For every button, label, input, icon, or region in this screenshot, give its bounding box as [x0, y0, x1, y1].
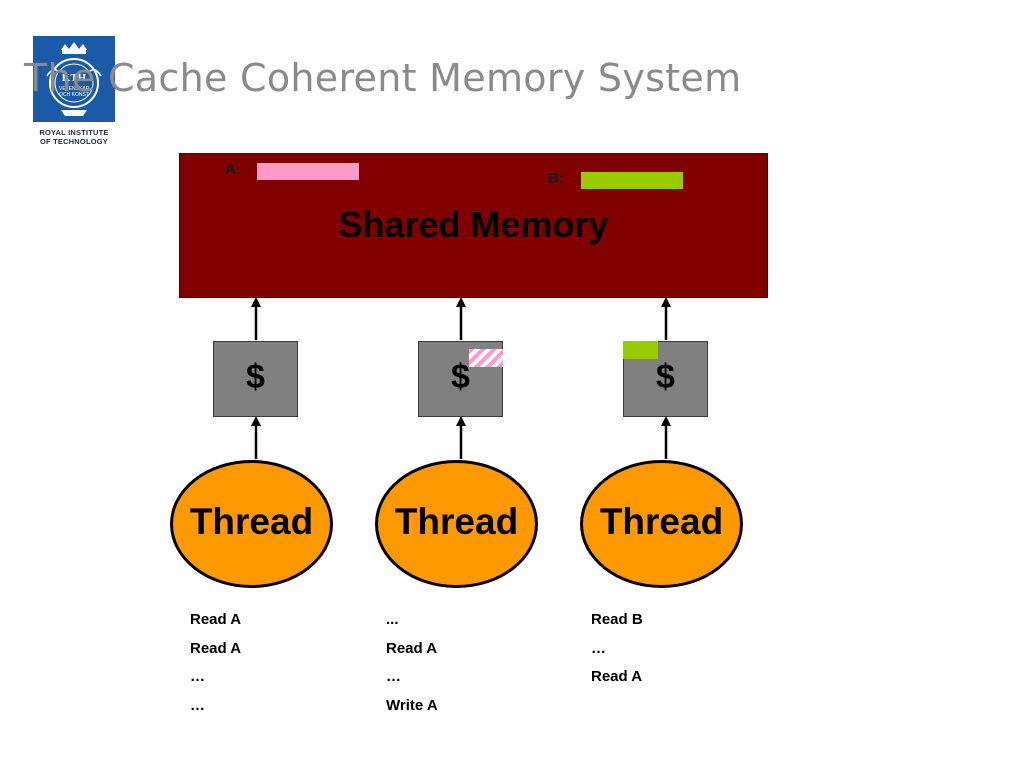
op-item: ...: [386, 611, 399, 628]
thread-1: Thread: [170, 460, 333, 588]
cache-3: $: [623, 341, 708, 417]
logo-caption-line2: OF TECHNOLOGY: [39, 136, 109, 146]
op-item: Write A: [386, 696, 438, 714]
crown-emblem-icon: KTH VETENSKAP OCH KONST: [46, 42, 102, 116]
cached-line-a-hatched: [469, 349, 503, 367]
variable-a-memory-line: [257, 163, 359, 180]
thread-2-ops: ... Read A … Write A: [386, 610, 438, 724]
slide-title: The Cache Coherent Memory System: [24, 56, 742, 100]
op-item: Read A: [591, 668, 643, 685]
op-item: Read A: [386, 639, 438, 657]
thread-3-ops: Read B … Read A: [591, 610, 643, 696]
cache-symbol: $: [656, 358, 675, 396]
op-item: …: [591, 639, 606, 657]
thread-2: Thread: [375, 460, 538, 588]
op-item: …: [386, 668, 401, 685]
logo-caption-line1: ROYAL INSTITUTE: [39, 128, 109, 137]
cache-symbol: $: [246, 358, 265, 396]
op-item: …: [190, 668, 205, 685]
shared-memory-title: Shared Memory: [338, 204, 609, 245]
cache-2: $: [418, 341, 503, 417]
variable-b-memory-line: [581, 172, 683, 189]
thread-label: Thread: [394, 501, 519, 542]
op-item: Read A: [190, 639, 242, 657]
op-item: …: [190, 696, 205, 714]
logo-caption: ROYAL INSTITUTE OF TECHNOLOGY: [24, 128, 124, 146]
op-item: Read A: [190, 611, 242, 628]
cached-line-b: [623, 341, 658, 359]
logo-emblem-line1: KTH: [62, 72, 87, 84]
variable-b-label: B:: [548, 170, 564, 187]
thread-1-ops: Read A Read A … …: [190, 610, 241, 724]
shared-memory-block: A: B: Shared Memory: [179, 153, 768, 298]
kth-logo: KTH VETENSKAP OCH KONST: [33, 36, 115, 122]
variable-a-label: A:: [225, 161, 241, 178]
thread-label: Thread: [599, 501, 724, 542]
logo-emblem-line2: VETENSKAP: [59, 86, 90, 92]
cache-1: $: [213, 341, 298, 417]
thread-label: Thread: [189, 501, 314, 542]
cache-symbol: $: [451, 358, 470, 396]
op-item: Read B: [591, 611, 643, 628]
logo-emblem-line3: OCH KONST: [59, 92, 89, 98]
thread-3: Thread: [580, 460, 743, 588]
